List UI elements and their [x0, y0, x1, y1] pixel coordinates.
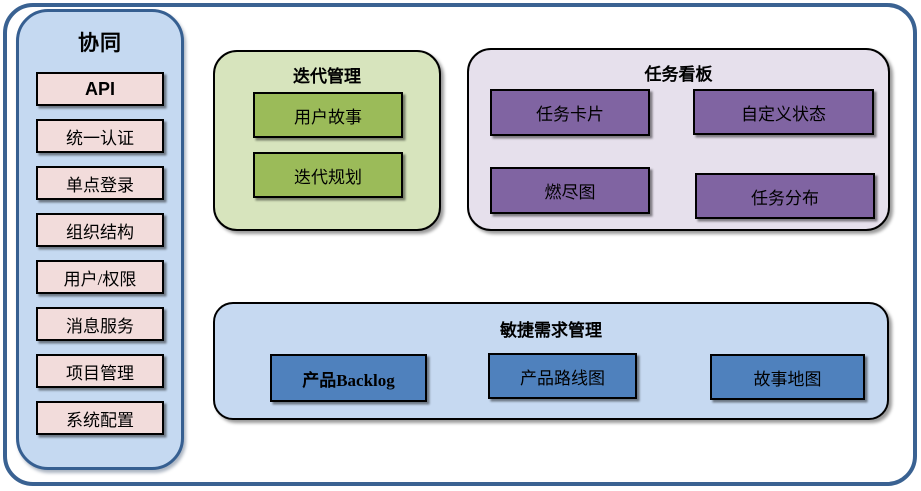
sidebar-item-label: 用户/权限 — [63, 269, 137, 289]
feature-box-burndown-chart: 燃尽图 — [490, 167, 650, 214]
sidebar-item-label: 统一认证 — [66, 128, 134, 148]
sidebar-item-message-service: 消息服务 — [36, 307, 164, 341]
sidebar-item-users-permissions: 用户/权限 — [36, 260, 164, 294]
agile-requirements-title: 敏捷需求管理 — [500, 321, 602, 340]
feature-label: 产品Backlog — [302, 370, 395, 390]
sidebar-item-label: API — [84, 78, 115, 99]
sidebar-item-list: API 统一认证 单点登录 组织结构 用户/权限 消息服务 项目管理 系统配置 — [19, 72, 181, 435]
sidebar-item-system-config: 系统配置 — [36, 401, 164, 435]
sidebar-panel: 协同 API 统一认证 单点登录 组织结构 用户/权限 消息服务 项目管理 系统… — [16, 9, 184, 470]
feature-box-product-backlog: 产品Backlog — [270, 354, 427, 402]
sidebar-item-org-structure: 组织结构 — [36, 213, 164, 247]
feature-label: 故事地图 — [753, 369, 822, 389]
sidebar-item-project-management: 项目管理 — [36, 354, 164, 388]
feature-label: 自定义状态 — [741, 104, 826, 124]
sidebar-title: 协同 — [78, 32, 122, 55]
task-board-panel: 任务看板 任务卡片 自定义状态 燃尽图 任务分布 — [467, 48, 890, 231]
iteration-management-title: 迭代管理 — [293, 67, 361, 86]
feature-label: 任务卡片 — [536, 105, 604, 124]
sidebar-item-api: API — [36, 72, 164, 106]
feature-box-user-stories: 用户故事 — [253, 92, 403, 138]
sidebar-item-label: 消息服务 — [66, 316, 134, 336]
agile-requirements-panel: 敏捷需求管理 产品Backlog 产品路线图 故事地图 — [213, 302, 889, 420]
feature-label: 用户故事 — [294, 107, 362, 127]
task-board-title: 任务看板 — [644, 65, 713, 84]
iteration-management-panel: 迭代管理 用户故事 迭代规划 — [213, 50, 441, 231]
feature-box-task-cards: 任务卡片 — [490, 89, 650, 136]
feature-box-product-roadmap: 产品路线图 — [488, 353, 637, 399]
outer-frame — [3, 3, 917, 486]
feature-label: 产品路线图 — [520, 368, 605, 388]
sidebar-item-unified-auth: 统一认证 — [36, 119, 164, 153]
sidebar-item-label: 项目管理 — [66, 363, 134, 383]
sidebar-item-label: 单点登录 — [66, 175, 134, 195]
feature-label: 任务分布 — [751, 188, 819, 208]
feature-label: 迭代规划 — [294, 167, 362, 187]
sidebar-item-sso: 单点登录 — [36, 166, 164, 200]
feature-box-story-map: 故事地图 — [710, 354, 865, 400]
feature-box-task-distribution: 任务分布 — [695, 173, 875, 219]
sidebar-item-label: 系统配置 — [66, 410, 134, 430]
feature-box-custom-status: 自定义状态 — [693, 89, 874, 135]
feature-box-iteration-planning: 迭代规划 — [253, 152, 403, 198]
feature-label: 燃尽图 — [544, 183, 596, 202]
sidebar-item-label: 组织结构 — [66, 222, 134, 242]
